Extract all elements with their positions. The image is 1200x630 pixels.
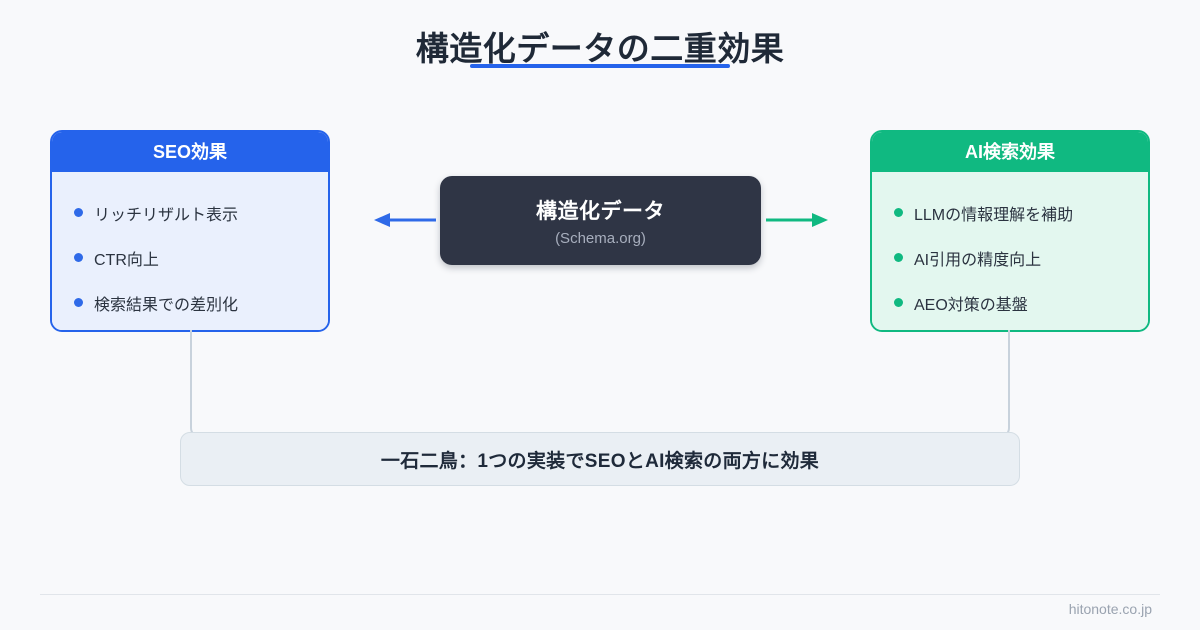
card-ai-search: AI検索効果 LLMの情報理解を補助 AI引用の精度向上 AEO対策の基盤	[870, 130, 1150, 332]
bullet-dot-icon	[74, 208, 83, 217]
card-seo-header: SEO効果	[52, 132, 328, 172]
list-item: CTR向上	[52, 235, 328, 280]
connector-seo-to-banner	[190, 330, 248, 438]
center-node-sublabel: (Schema.org)	[555, 229, 646, 247]
list-item: LLMの情報理解を補助	[872, 190, 1148, 235]
center-node-label: 構造化データ	[536, 199, 665, 223]
page-title: 構造化データの二重効果	[415, 30, 785, 67]
list-item: AEO対策の基盤	[872, 280, 1148, 325]
arrow-right-icon	[766, 213, 828, 227]
card-seo-item-0: リッチリザルト表示	[94, 206, 239, 224]
bullet-dot-icon	[74, 253, 83, 262]
bullet-dot-icon	[894, 208, 903, 217]
card-ai-item-2: AEO対策の基盤	[914, 296, 1028, 314]
list-item: AI引用の精度向上	[872, 235, 1148, 280]
bullet-dot-icon	[894, 253, 903, 262]
footer-brand: hitonote.co.jp	[1068, 601, 1152, 617]
card-ai-search-body: LLMの情報理解を補助 AI引用の精度向上 AEO対策の基盤	[872, 172, 1148, 330]
center-node-structured-data: 構造化データ (Schema.org)	[440, 176, 761, 265]
list-item: 検索結果での差別化	[52, 280, 328, 325]
card-seo-body: リッチリザルト表示 CTR向上 検索結果での差別化	[52, 172, 328, 330]
connector-ai-to-banner	[952, 330, 1010, 438]
arrow-left-icon	[374, 213, 436, 227]
title-underline	[470, 64, 730, 68]
card-ai-item-1: AI引用の精度向上	[914, 251, 1042, 269]
summary-banner-text: 一石二鳥：1つの実装でSEOとAI検索の両方に効果	[380, 450, 820, 472]
footer-divider	[40, 594, 1160, 595]
card-ai-item-0: LLMの情報理解を補助	[914, 206, 1074, 224]
bullet-dot-icon	[894, 298, 903, 307]
card-ai-search-header: AI検索効果	[872, 132, 1148, 172]
bullet-dot-icon	[74, 298, 83, 307]
list-item: リッチリザルト表示	[52, 190, 328, 235]
summary-banner: 一石二鳥：1つの実装でSEOとAI検索の両方に効果	[180, 432, 1020, 486]
card-seo-item-2: 検索結果での差別化	[94, 296, 239, 314]
card-seo: SEO効果 リッチリザルト表示 CTR向上 検索結果での差別化	[50, 130, 330, 332]
card-seo-item-1: CTR向上	[94, 251, 159, 269]
